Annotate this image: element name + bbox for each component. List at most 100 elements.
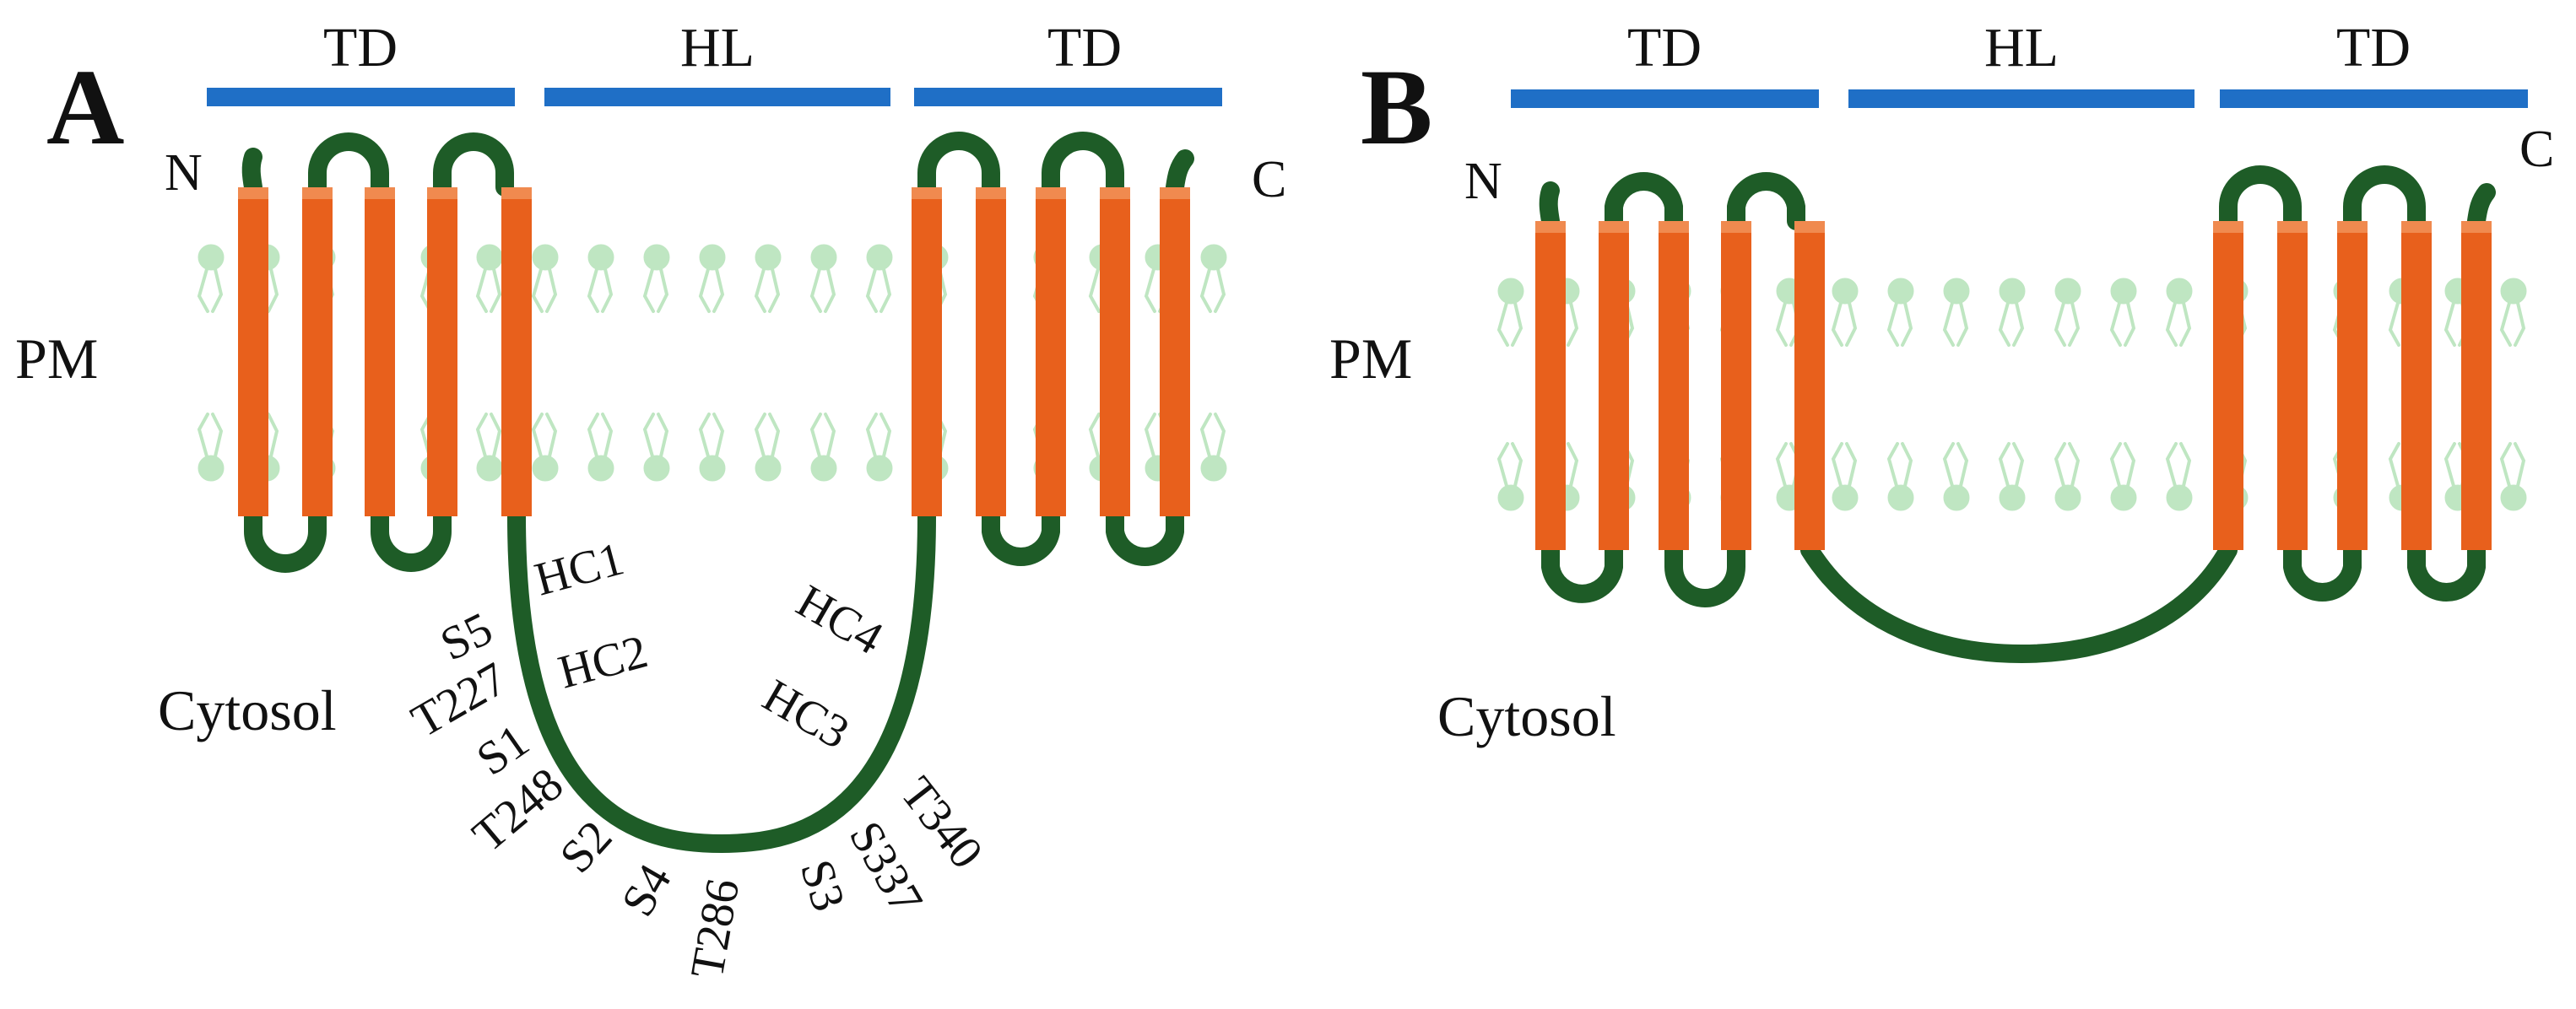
- transmembrane-helix: [2337, 221, 2368, 550]
- lipid-icon: [1886, 277, 1915, 347]
- lipid-icon: [1998, 277, 2027, 347]
- hc-label: HC4: [788, 575, 892, 666]
- transmembrane-helix: [1721, 221, 1751, 550]
- site-label: S3: [790, 854, 855, 917]
- region-label-td: TD: [1047, 17, 1122, 78]
- n-terminus-label: N: [1464, 153, 1502, 210]
- panel-letter: B: [1361, 47, 1432, 167]
- helix-cap: [427, 187, 457, 199]
- extracellular-loop: [308, 132, 389, 197]
- helix-body: [501, 187, 532, 516]
- lipid-icon: [2109, 277, 2138, 347]
- n-terminus-label: N: [165, 144, 203, 202]
- n-terminal-tail: [1539, 181, 1560, 230]
- region-label-td: TD: [2336, 17, 2411, 78]
- helix-body: [2461, 221, 2492, 550]
- domain-bar-td-right: [914, 88, 1222, 106]
- lipid-icon: [1942, 277, 1971, 347]
- site-label: T286: [681, 875, 750, 982]
- helix-cap: [1794, 221, 1825, 233]
- helix-cap: [2337, 221, 2368, 233]
- panel-letter: A: [46, 47, 124, 167]
- region-label-td: TD: [1627, 17, 1702, 78]
- lipid-bilayer: [197, 243, 1228, 483]
- intracellular-loop: [982, 507, 1060, 566]
- transmembrane-helix: [1160, 187, 1190, 516]
- helix-cap: [912, 187, 942, 199]
- transmembrane-helix: [2461, 221, 2492, 550]
- lipid-icon: [1199, 413, 1228, 483]
- lipid-icon: [1496, 277, 1525, 347]
- transmembrane-helix: [1599, 221, 1629, 550]
- helix-cap: [365, 187, 395, 199]
- c-terminus-label: C: [2519, 121, 2554, 178]
- intracellular-loop: [371, 507, 452, 572]
- membrane-label: PM: [1329, 326, 1412, 391]
- lipid-icon: [2499, 277, 2528, 347]
- helix-cap: [2213, 221, 2243, 233]
- lipid-icon: [197, 243, 225, 313]
- transmembrane-helix: [2277, 221, 2308, 550]
- helix-body: [365, 187, 395, 516]
- intracellular-loop: [2283, 541, 2362, 602]
- lipid-icon: [197, 413, 225, 483]
- extracellular-loop: [2343, 165, 2426, 230]
- lipid-icon: [754, 243, 782, 313]
- helix-body: [1036, 187, 1066, 516]
- panel-b: B TD HL TD: [1329, 17, 2554, 748]
- transmembrane-helices: [238, 187, 1190, 516]
- membrane-label: PM: [15, 326, 98, 391]
- hc-label: HC2: [553, 625, 652, 699]
- lipid-icon: [1496, 442, 1525, 512]
- lipid-icon: [587, 243, 615, 313]
- domain-bar-hl: [544, 88, 890, 106]
- hc-label: HC3: [755, 670, 858, 760]
- peptide-chain: [1539, 165, 2496, 664]
- intracellular-loop: [1541, 541, 1623, 603]
- helix-body: [976, 187, 1006, 516]
- site-label: S4: [612, 855, 682, 925]
- helix-cap: [2401, 221, 2432, 233]
- extracellular-loop: [1605, 172, 1683, 230]
- transmembrane-helix: [912, 187, 942, 516]
- transmembrane-helix: [1794, 221, 1825, 550]
- helix-body: [1659, 221, 1689, 550]
- lipid-icon: [642, 243, 671, 313]
- lipid-icon: [642, 413, 671, 483]
- cytosol-label: Cytosol: [158, 678, 337, 742]
- domain-bar-td-left: [207, 88, 515, 106]
- helix-cap: [1599, 221, 1629, 233]
- lipid-icon: [754, 413, 782, 483]
- domain-bar-td-left: [1511, 89, 1819, 108]
- transmembrane-helix: [302, 187, 333, 516]
- lipid-icon: [698, 413, 727, 483]
- helix-cap: [1535, 221, 1566, 233]
- n-terminal-tail: [241, 148, 262, 197]
- helix-body: [2213, 221, 2243, 550]
- lipid-icon: [809, 243, 838, 313]
- lipid-icon: [1831, 277, 1859, 347]
- lipid-icon: [2165, 442, 2194, 512]
- helix-cap: [1659, 221, 1689, 233]
- hydrophilic-loop: [1800, 541, 2238, 664]
- helix-cap: [302, 187, 333, 199]
- lipid-icon: [475, 413, 504, 483]
- helix-body: [1535, 221, 1566, 550]
- transmembrane-helix: [1535, 221, 1566, 550]
- lipid-icon: [2054, 277, 2082, 347]
- lipid-icon: [809, 413, 838, 483]
- cytosol-label: Cytosol: [1437, 684, 1616, 748]
- peptide-chain: [241, 132, 1194, 854]
- helix-body: [2401, 221, 2432, 550]
- lipid-icon: [531, 413, 560, 483]
- helix-body: [2337, 221, 2368, 550]
- extracellular-loop: [917, 132, 1000, 197]
- lipid-icon: [1831, 442, 1859, 512]
- extracellular-loop: [1727, 172, 1805, 230]
- panel-a: A TD HL TD: [15, 17, 1286, 982]
- helix-body: [1794, 221, 1825, 550]
- region-label-hl: HL: [680, 17, 755, 78]
- region-label-td: TD: [323, 17, 398, 78]
- helix-body: [1721, 221, 1751, 550]
